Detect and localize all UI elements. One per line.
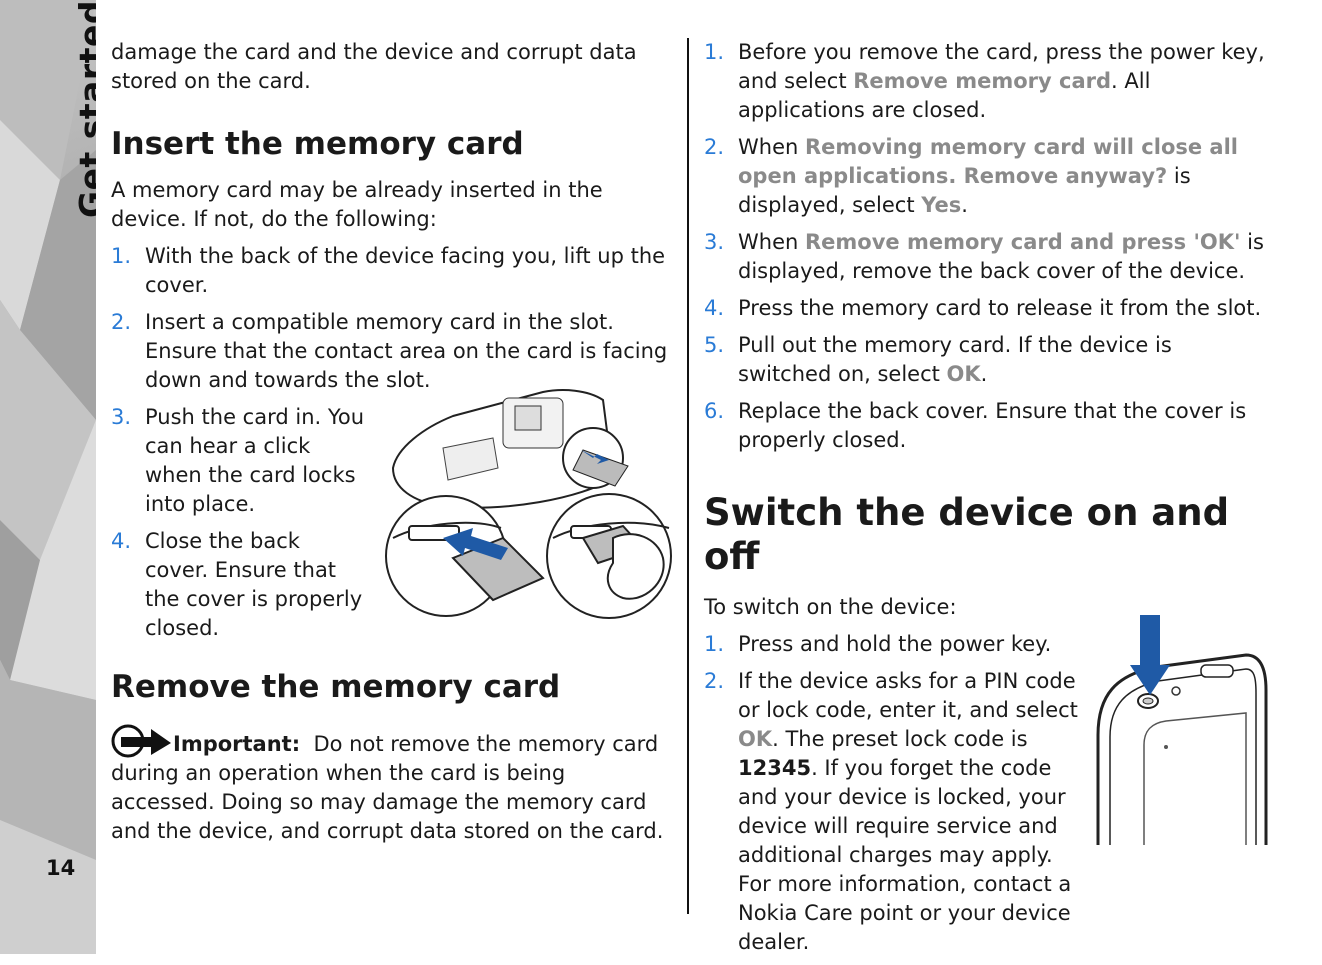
power-key-illustration [1096,615,1268,845]
insert-steps: 1.With the back of the device facing you… [111,242,673,643]
sidebar-background [0,0,96,954]
list-item: 2.If the device asks for a PIN code or l… [704,669,1078,954]
continued-paragraph: damage the card and the device and corru… [111,40,637,93]
list-item: 5.Pull out the memory card. If the devic… [704,333,1172,386]
list-item: 6.Replace the back cover. Ensure that th… [704,399,1247,452]
column-divider [687,38,689,914]
list-item: 3.When Remove memory card and press 'OK'… [704,230,1264,283]
list-item: 2.When Removing memory card will close a… [704,135,1238,217]
important-icon [111,724,171,758]
list-item: 3.Push the card in. You can hear a click… [111,405,365,516]
insert-heading: Insert the memory card [111,126,524,162]
list-item: 1.Before you remove the card, press the … [704,40,1265,122]
important-note: Important: Do not remove the memory card… [111,719,673,846]
list-item: 1.With the back of the device facing you… [111,244,666,297]
section-title: Get started [72,0,96,218]
page-number: 14 [46,856,76,880]
insert-card-illustration [385,389,672,619]
sidebar: Get started 14 [0,0,96,954]
left-column: damage the card and the device and corru… [111,38,673,846]
switch-heading: Switch the device on and off [704,491,1230,578]
switch-steps: 1.Press and hold the power key. 2.If the… [704,630,1270,957]
remove-steps: 1.Before you remove the card, press the … [704,38,1270,455]
right-column: 1.Before you remove the card, press the … [704,38,1270,965]
switch-intro: To switch on the device: [704,595,957,619]
list-item: 2.Insert a compatible memory card in the… [111,310,668,392]
insert-intro: A memory card may be already inserted in… [111,178,603,231]
remove-heading: Remove the memory card [111,669,561,705]
list-item: 4.Close the back cover. Ensure that the … [111,529,363,640]
list-item: 1.Press and hold the power key. [704,632,1052,656]
list-item: 4.Press the memory card to release it fr… [704,296,1262,320]
